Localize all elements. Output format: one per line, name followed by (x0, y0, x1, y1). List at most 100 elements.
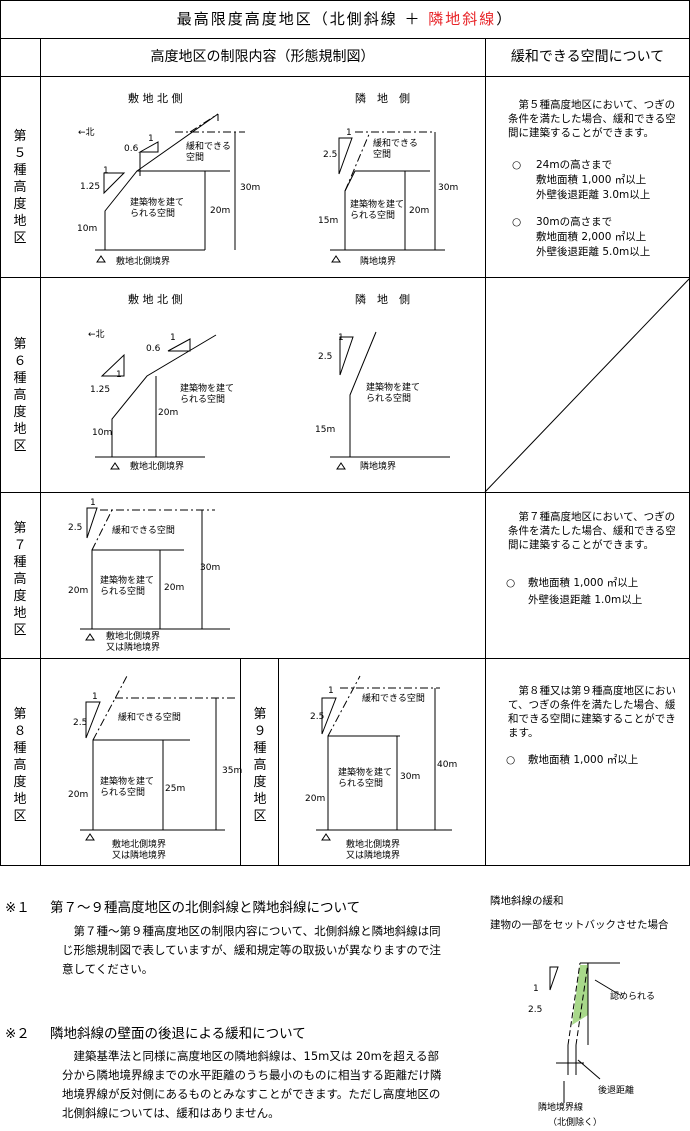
row6-diagrams (95, 331, 450, 470)
r5-nb-slope: 1 (346, 128, 352, 138)
r6-north-title: 敷 地 北 側 (128, 293, 183, 306)
r8-slope: 1 (92, 692, 98, 702)
r8-bullet1: ○ (506, 754, 516, 766)
r7-c1b: 外壁後退距離 1.0m以上 (528, 594, 643, 606)
r5-nb-relax: 緩和できる 空間 (373, 139, 418, 160)
row89-diagrams (80, 675, 452, 841)
r9-boundary2: 又は隣地境界 (346, 851, 401, 861)
r8-relax: 緩和できる空間 (118, 713, 181, 723)
r5-n-relax: 緩和できる 空間 (186, 142, 231, 163)
fig-slope: 1 (533, 984, 539, 994)
r9-relax: 緩和できる空間 (362, 694, 425, 704)
r7-h30: 30m (200, 563, 221, 573)
r5-n-h30: 30m (240, 183, 261, 193)
r7-slope: 1 (90, 498, 96, 508)
r5-c2c: 外壁後退距離 5.0m以上 (536, 246, 651, 258)
r6-nb-build: 建築物を建て られる空間 (366, 383, 421, 404)
row7-diagram (80, 507, 230, 641)
row-label-6: 第６種高度地区 (13, 337, 27, 454)
r8-c1a: 敷地面積 1,000 ㎡以上 (528, 754, 639, 766)
r6-n-slope1: 1 (170, 333, 176, 343)
row-label-5: 第５種高度地区 (13, 129, 27, 246)
r6-nb-h15: 15m (315, 425, 336, 435)
r7-bullet1: ○ (506, 577, 516, 589)
r5-nb-h30: 30m (438, 183, 459, 193)
r5-n-slope1v: 0.6 (124, 144, 139, 154)
r5-n-build: 建築物を建て られる空間 (130, 198, 185, 219)
r8-boundary2: 又は隣地境界 (112, 851, 167, 861)
r6-nb-slope: 1 (338, 333, 344, 343)
r5-c1b: 敷地面積 1,000 ㎡以上 (536, 174, 647, 186)
r5-relief-intro: 第５種高度地区において、つぎの条件を満たした場合、緩和できる空間に建築することが… (508, 99, 676, 139)
header-right: 緩和できる空間について (510, 49, 665, 65)
setback-figure (549, 962, 621, 1103)
r5-nb-title: 隣 地 側 (355, 92, 410, 105)
r5-nb-h20: 20m (409, 206, 430, 216)
fig-setback: 後退距離 (598, 1086, 635, 1096)
r9-build: 建築物を建て られる空間 (338, 768, 393, 789)
r5-c2b: 敷地面積 2,000 ㎡以上 (536, 231, 647, 243)
r8-slopev: 2.5 (73, 718, 88, 728)
fig-title2: 建物の一部をセットバックさせた場合 (490, 919, 669, 931)
table-grid (0, 0, 690, 866)
r6-nb-boundary: 隣地境界 (360, 462, 397, 472)
header-left: 高度地区の制限内容（形態規制図） (150, 49, 375, 65)
r5-n-slope2v: 1.25 (80, 182, 101, 192)
fig-boundary: 隣地境界線 (538, 1103, 584, 1113)
row5-diagrams (95, 113, 445, 263)
r8-build: 建築物を建て られる空間 (100, 777, 155, 798)
r6-nb-slopev: 2.5 (318, 352, 333, 362)
r6-n-build: 建築物を建て られる空間 (180, 384, 235, 405)
r5-bullet1: ○ (512, 159, 522, 171)
r5-nb-slopev: 2.5 (323, 150, 338, 160)
r8-boundary1: 敷地北側境界 (112, 840, 167, 850)
r6-n-slope1v: 0.6 (146, 344, 161, 354)
r6-n-slope2: 1 (116, 370, 122, 380)
r9-h40: 40m (437, 760, 458, 770)
r6-n-slope2v: 1.25 (90, 385, 111, 395)
fig-title1: 隣地斜線の緩和 (490, 895, 564, 907)
r6-n-h10: 10m (92, 428, 113, 438)
note1-title: 第７～９種高度地区の北側斜線と隣地斜線について (50, 900, 361, 916)
r5-n-slope1: 1 (148, 134, 154, 144)
r7-slopev: 2.5 (68, 523, 83, 533)
r7-boundary2: 又は隣地境界 (106, 643, 161, 653)
r5-nb-boundary: 隣地境界 (360, 257, 397, 267)
r7-h20a: 20m (68, 586, 89, 596)
r7-boundary1: 敷地北側境界 (106, 632, 161, 642)
r5-north-title: 敷 地 北 側 (128, 92, 183, 105)
row-label-9: 第９種高度地区 (253, 707, 267, 824)
r5-n-h10: 10m (77, 224, 98, 234)
row-label-7: 第７種高度地区 (13, 521, 27, 638)
r7-relief-intro: 第７種高度地区において、つぎの条件を満たした場合、緩和できる空間に建築することが… (508, 511, 676, 551)
r6-n-boundary: 敷地北側境界 (130, 462, 185, 472)
note1-mark: ※１ (5, 900, 30, 916)
r5-north-arrow: ←北 (78, 128, 95, 138)
r5-n-slope2: 1 (103, 166, 109, 176)
r7-build: 建築物を建て られる空間 (100, 576, 155, 597)
r9-slopev: 2.5 (310, 712, 325, 722)
r5-n-boundary: 敷地北側境界 (116, 257, 171, 267)
r7-relax: 緩和できる空間 (112, 526, 175, 536)
row-label-8: 第８種高度地区 (13, 707, 27, 824)
r5-nb-build: 建築物を建て られる空間 (350, 200, 405, 221)
note2-mark: ※２ (5, 1026, 30, 1042)
r8-h25: 25m (165, 784, 186, 794)
r6-north-arrow: ←北 (88, 330, 105, 340)
r7-c1a: 敷地面積 1,000 ㎡以上 (528, 577, 639, 589)
fig-allowed: 認められる (610, 992, 656, 1002)
r8-h20: 20m (68, 790, 89, 800)
r6-nb-title: 隣 地 側 (355, 293, 410, 306)
r5-nb-h15: 15m (318, 216, 339, 226)
r5-n-h20: 20m (210, 206, 231, 216)
r8-relief-intro: 第８種又は第９種高度地区において、つぎの条件を満たした場合、緩和できる空間に建築… (508, 685, 676, 739)
r9-h30: 30m (400, 772, 421, 782)
r9-h20: 20m (305, 794, 326, 804)
fig-except: （北側除く） (548, 1118, 603, 1128)
r5-c1a: 24mの高さまで (536, 159, 613, 171)
r5-c2a: 30mの高さまで (536, 216, 613, 228)
fig-slopev: 2.5 (528, 1005, 543, 1015)
note2-title: 隣地斜線の壁面の後退による緩和について (50, 1026, 306, 1042)
note1-body: 第７種～第９種高度地区の制限内容について、北側斜線と隣地斜線は同じ形態規制図で表… (62, 924, 441, 976)
r7-h20b: 20m (164, 583, 185, 593)
